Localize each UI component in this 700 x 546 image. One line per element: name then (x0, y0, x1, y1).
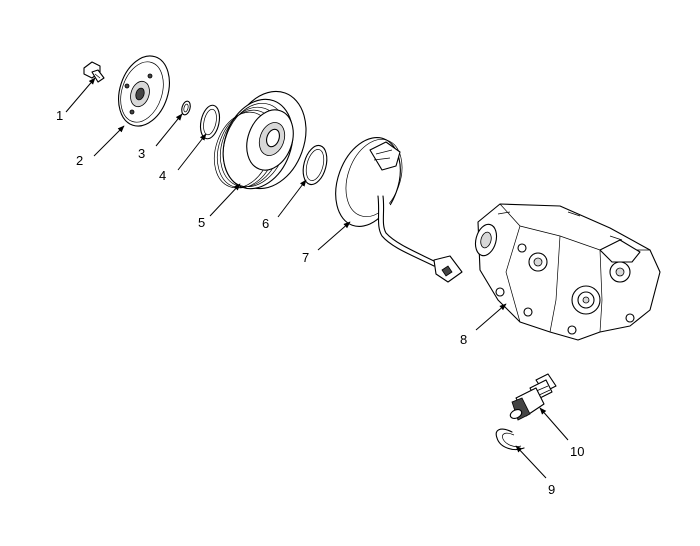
part-compressor (474, 203, 661, 341)
callout-7: 7 (302, 221, 351, 265)
callout-label-9: 9 (548, 482, 555, 497)
callout-label-10: 10 (570, 444, 584, 459)
callout-4: 4 (159, 133, 207, 183)
part-snap-ring (199, 104, 221, 140)
callout-label-6: 6 (262, 216, 269, 231)
part-control-valve (509, 373, 557, 421)
part-shim (181, 100, 191, 116)
callout-label-2: 2 (76, 153, 83, 168)
callout-1: 1 (56, 77, 96, 123)
callout-9: 9 (515, 445, 555, 497)
callout-label-8: 8 (460, 332, 467, 347)
callout-label-7: 7 (302, 250, 309, 265)
callout-3: 3 (138, 113, 183, 161)
callout-label-1: 1 (56, 108, 63, 123)
callout-label-4: 4 (159, 168, 166, 183)
callout-label-5: 5 (198, 215, 205, 230)
callout-label-3: 3 (138, 146, 145, 161)
part-field-coil (335, 137, 463, 283)
callout-5: 5 (198, 183, 241, 230)
part-retaining-clip (495, 428, 525, 451)
callout-10: 10 (539, 407, 584, 459)
callout-6: 6 (262, 179, 307, 231)
part-bolt (83, 61, 105, 83)
callout-8: 8 (460, 303, 507, 347)
part-snap-ring-2 (302, 144, 328, 186)
callout-2: 2 (76, 125, 125, 168)
part-pulley (213, 90, 307, 190)
part-clutch-disc (118, 55, 170, 127)
